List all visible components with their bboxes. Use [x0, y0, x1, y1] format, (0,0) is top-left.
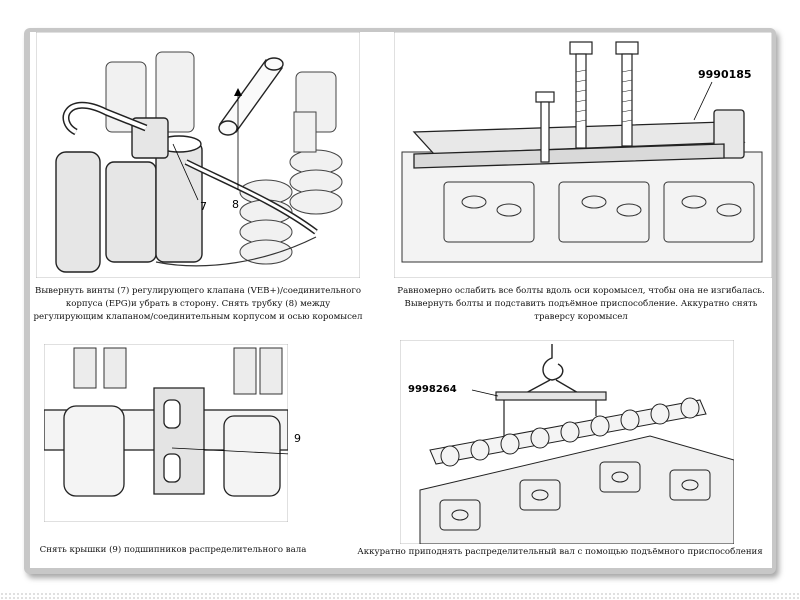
- illustration-valve-pipe: 7 8: [36, 32, 360, 278]
- bottom-dotted-border: [0, 592, 800, 600]
- callout-8: 8: [232, 198, 239, 211]
- caption-bottom-left: Снять крышки (9) подшипников распределит…: [39, 545, 307, 555]
- slide-content: 7 8 Вывернуть винты (7) регулирующего кл…: [30, 32, 772, 568]
- caption-top-right: Равномерно ослабить все болты вдоль оси …: [397, 286, 765, 322]
- tool-number-9990185: 9990185: [698, 68, 752, 81]
- illustration-rocker-shaft: 9990185: [394, 32, 772, 278]
- slide-frame: 7 8 Вывернуть винты (7) регулирующего кл…: [24, 28, 776, 574]
- caption-bottom-right: Аккуратно приподнять распределительный в…: [357, 547, 763, 557]
- tool-number-9998264: 9998264: [408, 384, 457, 395]
- caption-top-left: Вывернуть винты (7) регулирующего клапан…: [33, 286, 363, 322]
- illustration-camshaft-lift: 9998264: [400, 340, 734, 544]
- callout-7: 7: [200, 200, 207, 213]
- callout-9: 9: [294, 432, 301, 445]
- illustration-bearing-caps: [44, 344, 288, 522]
